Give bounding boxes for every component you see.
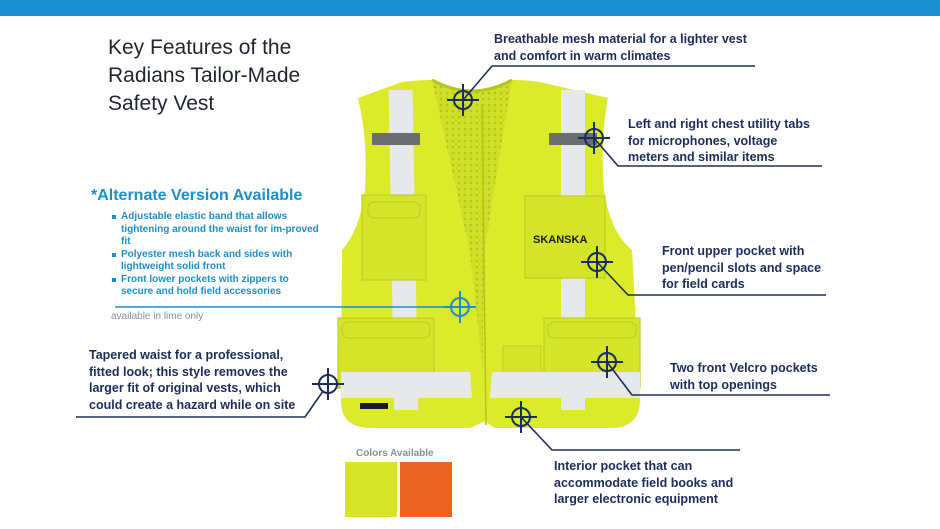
upper-left-pocket <box>361 194 427 281</box>
crosshair-icon <box>447 84 479 116</box>
callout-velcro-pockets: Two front Velcro pockets with top openin… <box>670 361 818 392</box>
callout-mesh: Breathable mesh material for a lighter v… <box>494 32 747 63</box>
crosshair-icon <box>312 368 344 400</box>
crosshair-icon <box>505 401 537 433</box>
alternate-version-heading: *Alternate Version Available <box>91 187 303 204</box>
color-swatch-orange <box>400 462 452 517</box>
crosshair-icon <box>581 246 613 278</box>
chest-tab-left <box>372 133 420 145</box>
top-accent-bar <box>0 0 940 16</box>
vest-tag <box>360 403 388 409</box>
upper-right-pocket <box>524 195 606 279</box>
list-item: Polyester mesh back and sides with light… <box>112 249 322 274</box>
vest-logo: SKANSKA <box>533 234 587 246</box>
crosshair-icon <box>591 346 623 378</box>
title-line: Key Features of the <box>108 36 292 59</box>
crosshair-icon <box>444 291 476 323</box>
reflective-waist-band <box>341 372 472 398</box>
color-swatch-lime <box>345 462 397 517</box>
list-item-text: Polyester mesh back and sides with light… <box>121 248 293 273</box>
list-item-text: Front lower pockets with zippers to secu… <box>121 273 289 298</box>
colors-available-label: Colors Available <box>356 448 434 459</box>
callout-upper-pocket: Front upper pocket with pen/pencil slots… <box>662 244 822 291</box>
alternate-version-list: Adjustable elastic band that allows tigh… <box>112 211 322 299</box>
bullet-icon <box>112 252 116 257</box>
title-line: Safety Vest <box>108 92 215 115</box>
bullet-icon <box>112 277 116 282</box>
list-item: Adjustable elastic band that allows tigh… <box>112 211 322 249</box>
page-title: Key Features of the Radians Tailor-Made … <box>108 34 368 118</box>
crosshair-icon <box>578 122 610 154</box>
bullet-icon <box>112 215 116 219</box>
list-item: Front lower pockets with zippers to secu… <box>112 274 322 299</box>
lime-only-note: available in lime only <box>111 311 204 322</box>
title-line: Radians Tailor-Made <box>108 64 301 87</box>
list-item-text: Adjustable elastic band that allows tigh… <box>121 211 319 247</box>
callout-tapered-waist: Tapered waist for a professional, fitted… <box>89 348 296 412</box>
callout-interior-pocket: Interior pocket that can accommodate fie… <box>554 459 734 506</box>
callout-chest-tabs: Left and right chest utility tabs for mi… <box>628 117 810 164</box>
